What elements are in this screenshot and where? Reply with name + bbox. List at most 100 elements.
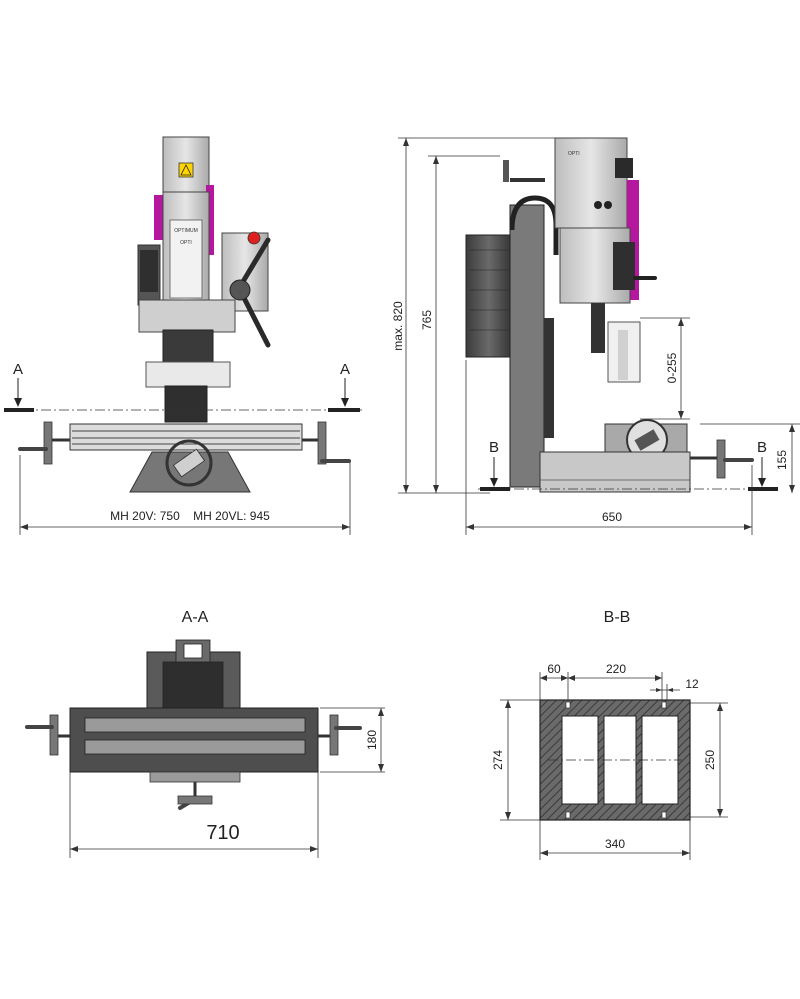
slot-icon — [565, 701, 571, 709]
knob-icon — [594, 201, 602, 209]
section-a-width-dim: 710 — [206, 822, 239, 844]
section-marker-b-right: B — [757, 439, 767, 456]
side-guard-inner — [618, 330, 628, 380]
cross-lever — [172, 448, 206, 478]
dim-arrow — [466, 524, 474, 530]
side-fine-feed — [613, 242, 635, 290]
side-quill — [591, 303, 605, 353]
handwheel-right-icon — [329, 714, 339, 756]
dim-arrow — [403, 485, 409, 493]
side-handwheel-lever — [634, 429, 660, 451]
section-a-view: A-A 180 710 — [25, 609, 385, 858]
dim-arrow — [656, 688, 662, 692]
section-a-height-dim: 180 — [365, 730, 379, 750]
dim-arrow — [403, 138, 409, 146]
dim-arrow — [505, 812, 511, 820]
section-b-inner-dim: 220 — [606, 662, 626, 676]
front-base — [129, 451, 251, 493]
section-marker-a-right: A — [340, 361, 350, 378]
dim-arrow — [433, 156, 439, 164]
section-b-wall-dim: 60 — [547, 662, 561, 676]
section-bar-b-left — [480, 487, 510, 491]
warning-icon — [180, 164, 192, 176]
head-logo: OPTI — [180, 240, 192, 246]
dim-arrow — [717, 809, 723, 817]
dim-arrow — [378, 764, 384, 772]
section-b-outer-height-dim: 274 — [491, 750, 505, 770]
column-section-inner — [162, 661, 224, 711]
section-b-outer-width-dim: 340 — [605, 837, 625, 851]
front-accent-strip — [206, 185, 214, 255]
front-accent-strip-left — [154, 195, 163, 240]
table-slot — [84, 717, 306, 733]
emergency-stop-icon — [247, 231, 261, 245]
dim-arrow — [789, 424, 795, 432]
front-table — [69, 423, 303, 451]
dim-arrow — [717, 703, 723, 711]
side-height-dim: 765 — [420, 310, 434, 330]
dim-arrow — [378, 708, 384, 716]
section-bar-a-left — [4, 408, 34, 412]
knob-icon — [604, 201, 612, 209]
section-b-view: B-B 60 220 12 274 — [491, 609, 728, 860]
side-column — [509, 204, 545, 488]
side-depth-dim: 650 — [602, 510, 622, 524]
side-base-height-dim: 155 — [775, 450, 789, 470]
side-travel-dim: 0-255 — [665, 352, 679, 383]
dim-arrow — [433, 485, 439, 493]
handwheel-right-icon — [317, 421, 327, 465]
dim-arrow — [568, 675, 575, 681]
dim-arrow — [789, 485, 795, 493]
section-bar-a-right — [328, 408, 360, 412]
dim-arrow — [342, 524, 350, 530]
dim-arrow — [505, 700, 511, 708]
arrow-down-icon — [341, 398, 349, 407]
front-column-lower — [164, 385, 208, 423]
front-guard — [145, 361, 231, 388]
side-motor-back — [465, 234, 513, 358]
side-motor-cap — [615, 158, 633, 178]
section-b-slot-dim: 12 — [685, 677, 699, 691]
front-view: OPTIMUM OPTI A A — [4, 136, 365, 535]
handwheel-left-icon — [43, 421, 53, 465]
arrow-down-icon — [14, 398, 22, 407]
section-marker-b-left: B — [489, 439, 499, 456]
dim-arrow — [744, 524, 752, 530]
front-handwheel-left — [140, 250, 158, 292]
side-top-handle — [503, 160, 509, 182]
dim-arrow — [20, 524, 28, 530]
head-brand: OPTIMUM — [174, 228, 198, 234]
dim-arrow — [540, 850, 548, 856]
dim-arrow — [678, 318, 684, 326]
dim-arrow — [310, 846, 318, 852]
dim-arrow — [655, 675, 662, 681]
side-max-height-dim: max. 820 — [391, 301, 405, 351]
side-head-top — [554, 137, 628, 229]
front-width-dim: MH 20V: 750 MH 20VL: 945 — [110, 509, 270, 523]
cross-wheel-icon — [165, 439, 213, 487]
section-a-title: A-A — [182, 609, 209, 626]
table-slot — [84, 739, 306, 755]
handwheel-left-icon — [49, 714, 59, 756]
side-brand: OPTI — [568, 151, 580, 157]
warning-label — [178, 162, 194, 178]
section-b-inner-height-dim: 250 — [703, 750, 717, 770]
slot-icon — [661, 811, 667, 819]
section-b-title: B-B — [604, 609, 631, 626]
dim-arrow — [667, 688, 673, 692]
dim-arrow — [561, 675, 568, 681]
lower-crank-wheel — [177, 795, 213, 805]
front-control-panel — [221, 232, 269, 312]
side-view: max. 820 765 OPTI — [391, 137, 800, 535]
slot-icon — [565, 811, 571, 819]
front-spindle-housing — [138, 299, 236, 333]
lower-bracket — [149, 771, 241, 783]
dim-arrow — [70, 846, 78, 852]
arrow-down-icon — [490, 478, 498, 487]
arrow-down-icon — [758, 478, 766, 487]
front-head-plate — [169, 219, 203, 299]
dim-arrow — [682, 850, 690, 856]
section-marker-a-left: A — [13, 361, 23, 378]
column-slot-inner — [183, 643, 203, 659]
